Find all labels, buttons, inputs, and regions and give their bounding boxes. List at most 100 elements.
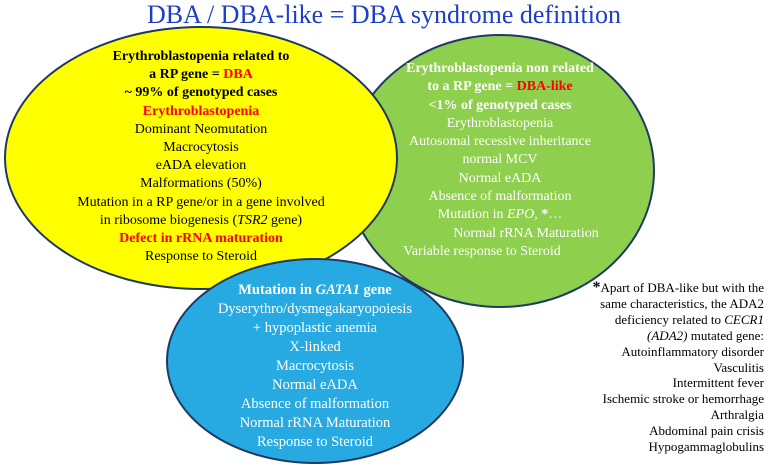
tsr2-suffix: gene) [267, 212, 303, 228]
footnote-line1: Apart of DBA-like but with the [600, 280, 764, 295]
epo-gene: EPO [507, 207, 535, 223]
dba-red-feature2: Defect in rRNA maturation [119, 231, 283, 247]
footnote-line: Vasculitis [554, 360, 764, 376]
dba-feature3: eADA elevation [155, 158, 247, 174]
dba-text-block: Erythroblastopenia related to a RP gene … [6, 48, 396, 266]
figure-title: DBA / DBA-like = DBA syndrome definition [147, 0, 621, 29]
footnote-line: Abdominal pain crisis [554, 423, 764, 439]
epo-comma: , [534, 207, 542, 223]
footnote-line9: Arthralgia [710, 407, 764, 423]
gata1-feature-line: Response to Steroid [168, 433, 462, 452]
footnote-line: same characteristics, the ADA2 [554, 296, 764, 312]
dba-header1: Erythroblastopenia related to [112, 49, 290, 64]
gata1-feature4: Macrocytosis [275, 358, 355, 374]
footnote-asterisk-marker: * [541, 207, 549, 223]
dba-red-feature: Erythroblastopenia [142, 103, 260, 119]
dba-like-label: DBA-like [516, 79, 573, 95]
ellipse-dba-like: Erythroblastopenia non related to a RP g… [345, 34, 655, 308]
gata1-feature6: Absence of malformation [240, 396, 390, 412]
ada2-footnote: *Apart of DBA-like but with the same cha… [554, 280, 764, 455]
dba-label: DBA [223, 67, 253, 83]
dba-feature-line: Dominant Neomutation [6, 121, 396, 139]
ellipse-gata1: Mutation in GATA1 gene Dyserythro/dysmeg… [166, 258, 464, 464]
dba-feature1: Dominant Neomutation [134, 121, 268, 137]
dba-feature5: Mutation in a RP gene/or in a gene invol… [77, 194, 325, 210]
dba-header-line3: ~ 99% of genotyped cases [6, 84, 396, 102]
dba-like-header-line1: Erythroblastopenia non related [347, 60, 653, 78]
gata1-gene: GATA1 [315, 282, 360, 298]
footnote-line2: same characteristics, the ADA2 [600, 295, 764, 311]
footnote-line4-suffix: mutated gene: [687, 327, 764, 343]
dba-like-feature1: Erythroblastopenia [446, 115, 554, 131]
dba-feature-line: Response to Steroid [6, 248, 396, 266]
footnote-line10: Abdominal pain crisis [649, 423, 764, 439]
dba-header-line1: Erythroblastopenia related to [6, 48, 396, 66]
footnote-line11: Hypogammaglobulins [648, 439, 764, 455]
dba-header-line2: a RP gene = DBA [6, 66, 396, 84]
tsr2-prefix: in ribosome biogenesis ( [99, 212, 238, 228]
cecr1-gene: CECR1 [724, 311, 764, 327]
dba-like-feature7: Normal rRNA Maturation [453, 225, 599, 241]
footnote-line: *Apart of DBA-like but with the [554, 280, 764, 296]
gata1-feature-line: X-linked [168, 338, 462, 357]
dba-feature-line: Mutation in a RP gene/or in a gene invol… [6, 194, 396, 212]
gata1-feature2: + hypoplastic anemia [252, 320, 378, 336]
dba-header3: ~ 99% of genotyped cases [124, 85, 278, 101]
dba-defect-line: Defect in rRNA maturation [6, 230, 396, 248]
tsr2-gene: TSR2 [237, 212, 268, 228]
dba-like-text-block: Erythroblastopenia non related to a RP g… [347, 60, 653, 261]
gata1-feature1: Dyserythro/dysmegakaryopoiesis [217, 301, 413, 317]
gata1-feature5: Normal eADA [272, 377, 358, 393]
gata1-feature-line: Dyserythro/dysmegakaryopoiesis [168, 300, 462, 319]
gata1-text-block: Mutation in GATA1 gene Dyserythro/dysmeg… [168, 281, 462, 452]
dba-like-feature-line: Absence of malformation [347, 188, 653, 206]
footnote-line: Autoinflammatory disorder [554, 344, 764, 360]
dba-feature-line: Macrocytosis [6, 139, 396, 157]
dba-like-feature8: Variable response to Steroid [403, 243, 561, 259]
dba-like-header1: Erythroblastopenia non related [406, 61, 594, 76]
dba-feature7: Response to Steroid [145, 249, 257, 265]
ellipse-dba: Erythroblastopenia related to a RP gene … [4, 26, 398, 290]
footnote-asterisk: * [592, 279, 601, 296]
dba-feature4: Malformations (50%) [140, 176, 262, 192]
dba-like-header2-prefix: to a RP gene = [427, 79, 517, 95]
dba-erythroblastopenia-line: Erythroblastopenia [6, 103, 396, 121]
dba-like-feature-line: Autosomal recessive inheritance [347, 133, 653, 151]
gata1-feature-line: + hypoplastic anemia [168, 319, 462, 338]
footnote-line: Arthralgia [554, 407, 764, 423]
footnote-line: Intermittent fever [554, 375, 764, 391]
gata1-feature-line: Normal eADA [168, 376, 462, 395]
dba-like-feature-line: Variable response to Steroid [329, 243, 635, 261]
footnote-line3-prefix: deficiency related to [614, 311, 725, 327]
footnote-line8: Ischemic stroke or hemorrhage [602, 391, 764, 407]
dba-like-header-line2: to a RP gene = DBA-like [347, 78, 653, 96]
dba-header2-prefix: a RP gene = [149, 67, 224, 83]
epo-prefix: Mutation in [437, 207, 507, 223]
gata1-feature-line: Normal rRNA Maturation [168, 414, 462, 433]
footnote-line5: Autoinflammatory disorder [621, 343, 764, 359]
footnote-line: Hypogammaglobulins [554, 439, 764, 455]
footnote-line7: Intermittent fever [672, 375, 764, 391]
dba-like-epo-line: Mutation in EPO, *… [347, 206, 653, 224]
dba-like-header3: <1% of genotyped cases [428, 97, 572, 113]
footnote-line: deficiency related to CECR1 [554, 312, 764, 328]
dba-tsr2-line: in ribosome biogenesis (TSR2 gene) [6, 212, 396, 230]
ada2-gene: (ADA2) [647, 327, 688, 343]
gata1-feature7: Normal rRNA Maturation [239, 415, 391, 431]
gata1-header-suffix: gene [359, 282, 392, 298]
gata1-feature-line: Macrocytosis [168, 357, 462, 376]
footnote-line: Ischemic stroke or hemorrhage [554, 391, 764, 407]
dba-like-header-line3: <1% of genotyped cases [347, 97, 653, 115]
dba-like-feature3: normal MCV [462, 152, 538, 168]
gata1-header-prefix: Mutation in [238, 282, 316, 298]
dba-like-feature-line: normal MCV [347, 151, 653, 169]
dba-like-feature-line: Normal eADA [347, 170, 653, 188]
dba-like-feature2: Autosomal recessive inheritance [409, 134, 591, 150]
dba-like-feature4: Normal eADA [458, 170, 542, 186]
dba-like-feature-line: Erythroblastopenia [347, 115, 653, 133]
dba-feature-line: eADA elevation [6, 157, 396, 175]
dba-like-feature-line: Normal rRNA Maturation [373, 225, 679, 243]
dba-feature2: Macrocytosis [163, 140, 239, 156]
gata1-feature8: Response to Steroid [257, 434, 373, 450]
